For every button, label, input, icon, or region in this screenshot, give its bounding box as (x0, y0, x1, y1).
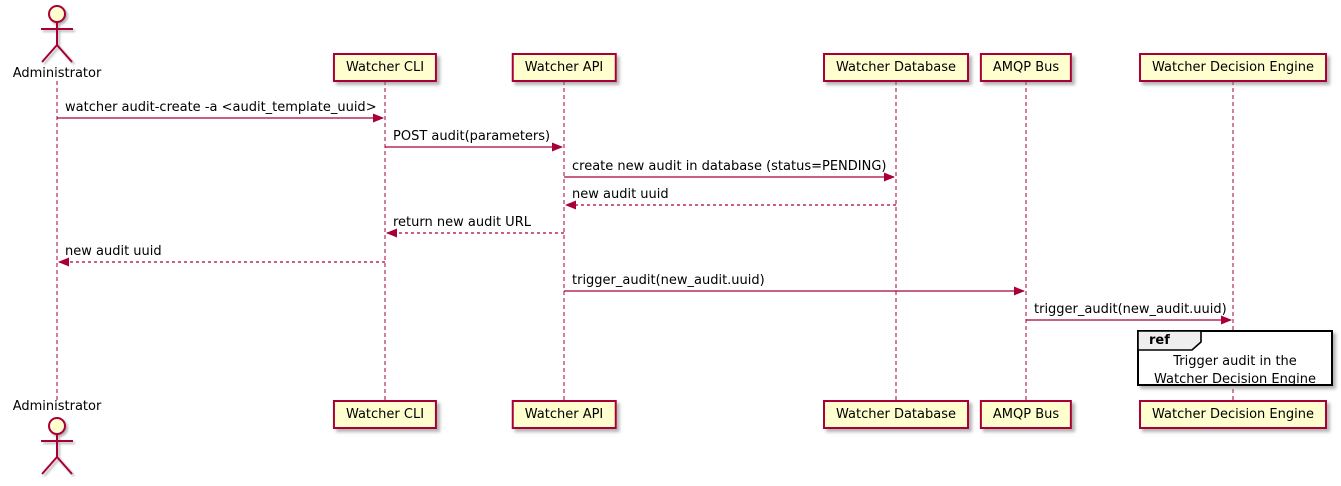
participant-watcher-database-bottom: Watcher Database (823, 400, 969, 429)
actor-leg-left (41, 44, 58, 63)
message-arrowhead-6 (1014, 286, 1025, 296)
message-label-1: POST audit(parameters) (393, 129, 551, 144)
message-arrowhead-2 (884, 172, 895, 182)
participant-watcher-api-bottom: Watcher API (511, 400, 617, 429)
ref-keyword: ref (1149, 333, 1170, 348)
actor-figure-administrator-bottom (41, 417, 73, 475)
participant-watcher-cli-top: Watcher CLI (332, 53, 438, 82)
actor-leg-left (41, 456, 58, 475)
message-arrowhead-5 (58, 257, 69, 267)
actor-head (48, 5, 66, 23)
message-label-0: watcher audit-create -a <audit_template_… (65, 100, 377, 115)
participant-watcher-api-top: Watcher API (511, 53, 617, 82)
message-label-3: new audit uuid (572, 187, 669, 202)
participant-watcher-decision-engine-bottom: Watcher Decision Engine (1139, 400, 1327, 429)
actor-leg-right (56, 456, 73, 475)
participant-watcher-database-top: Watcher Database (823, 53, 969, 82)
actor-leg-right (56, 44, 73, 63)
message-arrowhead-4 (386, 228, 397, 238)
message-label-2: create new audit in database (status=PEN… (572, 159, 887, 174)
ref-text-line: Trigger audit in the (1173, 354, 1297, 369)
message-label-6: trigger_audit(new_audit.uuid) (572, 273, 765, 288)
actor-label-administrator-bottom: Administrator (12, 399, 102, 414)
participant-amqp-bus-top: AMQP Bus (979, 53, 1073, 82)
message-arrowhead-7 (1221, 315, 1232, 325)
message-label-7: trigger_audit(new_audit.uuid) (1034, 302, 1227, 317)
participant-watcher-decision-engine-top: Watcher Decision Engine (1139, 53, 1327, 82)
actor-label-administrator-top: Administrator (12, 66, 102, 81)
message-arrowhead-1 (552, 142, 563, 152)
message-arrowhead-0 (373, 113, 384, 123)
message-label-4: return new audit URL (393, 215, 531, 230)
message-label-5: new audit uuid (65, 244, 162, 259)
participant-amqp-bus-bottom: AMQP Bus (979, 400, 1073, 429)
actor-head (48, 417, 66, 435)
ref-text-line: Watcher Decision Engine (1154, 372, 1316, 387)
participant-watcher-cli-bottom: Watcher CLI (332, 400, 438, 429)
message-arrowhead-3 (565, 200, 576, 210)
ref-pentagon (1137, 330, 1202, 351)
actor-figure-administrator-top (41, 5, 73, 63)
